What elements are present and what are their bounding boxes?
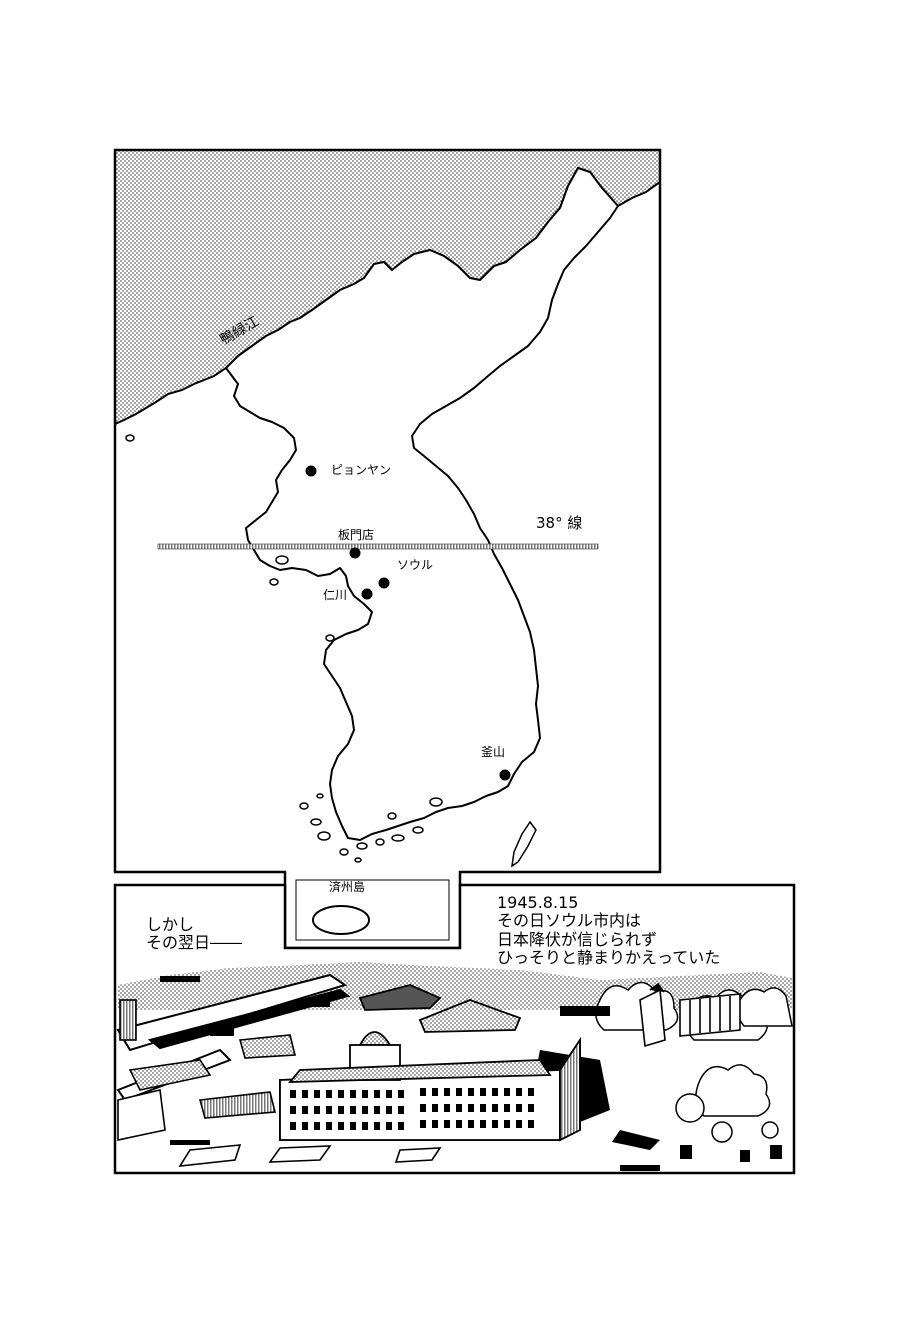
caption-next-day: しかし その翌日――	[142, 915, 247, 953]
pyongyang-label: ピョンヤン	[330, 463, 393, 477]
incheon-dot	[361, 588, 373, 600]
map-panel	[113, 148, 662, 950]
jeju-island	[312, 905, 370, 935]
building-windows	[290, 1088, 534, 1130]
incheon-label: 仁川	[322, 588, 349, 602]
38th-parallel-line	[157, 543, 599, 550]
panmunjom-label: 板門店	[337, 528, 376, 542]
busan-label: 釜山	[480, 745, 507, 759]
panmunjom-dot	[349, 547, 361, 559]
east-island	[511, 820, 537, 868]
jeju-label: 済州島	[329, 880, 366, 894]
pyongyang-dot	[305, 465, 317, 477]
38th-parallel-label: 38° 線	[535, 514, 584, 532]
busan-dot	[499, 769, 511, 781]
caption-seoul-1945: 1945.8.15 その日ソウル市内は 日本降伏が信じられず ひっそりと静まりか…	[493, 893, 725, 968]
korean-peninsula	[225, 167, 619, 841]
seoul-label: ソウル	[396, 558, 435, 572]
southern-islands	[125, 434, 443, 863]
seoul-dot	[378, 577, 390, 589]
